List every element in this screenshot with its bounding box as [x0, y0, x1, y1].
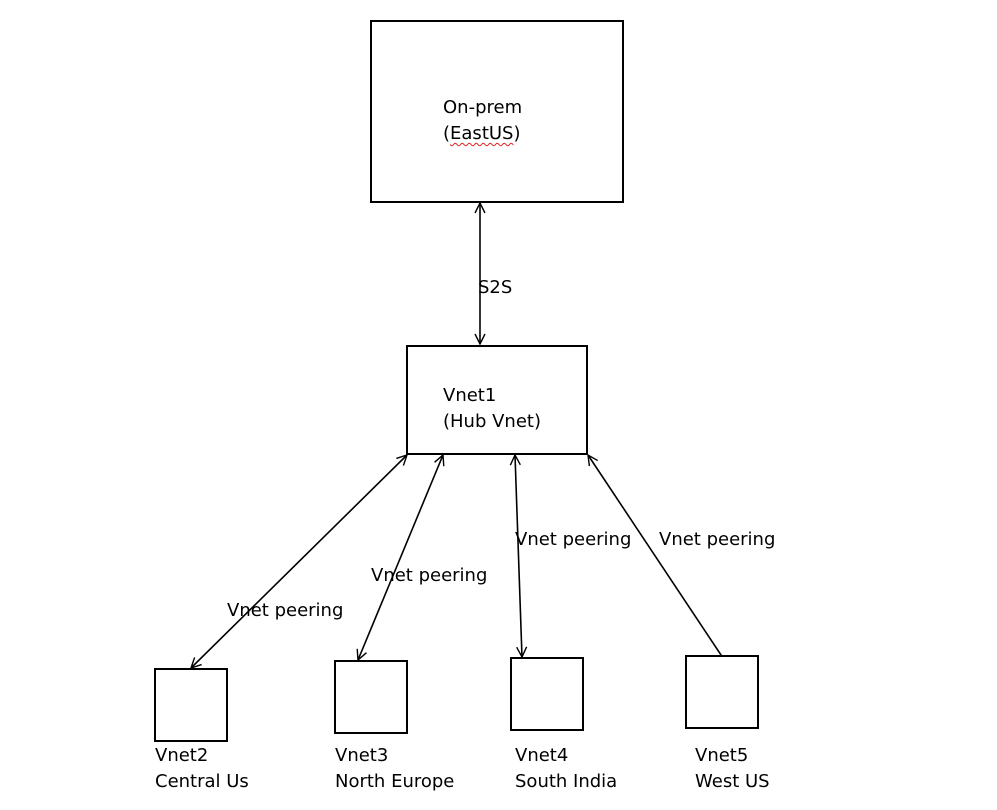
vnet4-region: South India	[515, 771, 618, 792]
vnet4-title: Vnet4	[515, 745, 569, 766]
onprem-title: On-prem	[443, 97, 523, 118]
peering-connector-vnet2	[191, 455, 407, 668]
vnet2-title: Vnet2	[155, 745, 209, 766]
vnet5-node	[685, 655, 759, 729]
vnet5-region: West US	[695, 771, 770, 792]
hub-vnet-title: Vnet1	[443, 385, 497, 406]
peering-connector-vnet3	[358, 455, 443, 660]
vnet3-title: Vnet3	[335, 745, 389, 766]
peering-label-vnet2: Vnet peering	[227, 600, 344, 621]
onprem-region-text: EastUS	[450, 123, 514, 144]
onprem-region: (EastUS)	[443, 123, 521, 144]
hub-vnet-subtitle: (Hub Vnet)	[443, 411, 541, 432]
vnet3-region: North Europe	[335, 771, 455, 792]
hub-vnet-node	[406, 345, 588, 455]
s2s-label: S2S	[478, 277, 513, 298]
vnet2-node	[154, 668, 228, 742]
peering-label-vnet5: Vnet peering	[659, 529, 776, 550]
onprem-node	[370, 20, 624, 203]
vnet3-node	[334, 660, 408, 734]
peering-label-vnet4: Vnet peering	[515, 529, 632, 550]
vnet2-region: Central Us	[155, 771, 249, 792]
peering-label-vnet3: Vnet peering	[371, 565, 488, 586]
vnet4-node	[510, 657, 584, 731]
peering-connector-vnet5	[588, 455, 731, 670]
peering-connector-vnet4	[515, 455, 522, 657]
vnet5-title: Vnet5	[695, 745, 749, 766]
